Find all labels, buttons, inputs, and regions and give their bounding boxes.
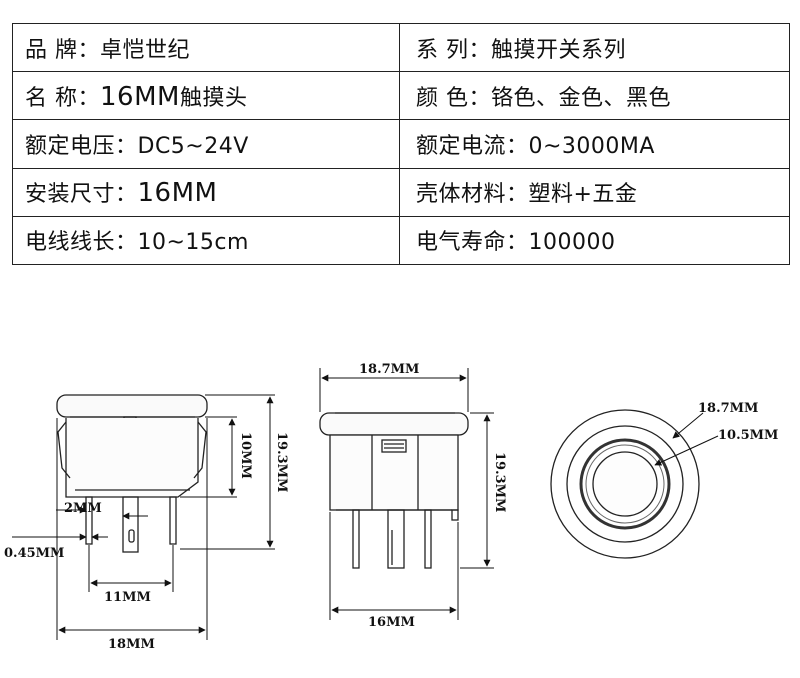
spec-name: 名 称：16MM触摸头 [12, 71, 400, 121]
dim-top-outer-18: 18.7MM [698, 401, 758, 416]
spec-voltage: 额定电压：DC5~24V [12, 119, 400, 169]
dim-front-span-11: 11MM [104, 590, 151, 605]
dim-front-height-19: 19.3MM [274, 432, 289, 492]
spec-table: 品 牌：卓恺世纪 系 列：触摸开关系列 名 称：16MM触摸头 颜 色：铬色、金… [12, 22, 790, 266]
front-view [56, 394, 208, 553]
spec-current: 额定电流：0~3000MA [399, 119, 790, 169]
spec-name-suffix: 触摸头 [179, 85, 248, 111]
table-row: 额定电压：DC5~24V 额定电流：0~3000MA [12, 119, 790, 169]
dim-front-pin-2: 2MM [64, 501, 102, 516]
top-view-dimensions [654, 412, 719, 466]
spec-brand: 品 牌：卓恺世纪 [12, 22, 400, 73]
dim-side-bottom-16: 16MM [368, 615, 415, 630]
dim-front-width-18: 18MM [108, 637, 155, 652]
spec-name-label: 名 称： [25, 85, 100, 111]
spec-wire-length: 电线线长：10~15cm [12, 215, 400, 266]
dim-front-height-10: 10MM [238, 432, 253, 479]
spec-mount-value: 16MM [137, 178, 218, 209]
side-view [319, 412, 469, 569]
spec-series: 系 列：触摸开关系列 [399, 22, 790, 73]
spec-material: 壳体材料：塑料+五金 [399, 167, 790, 217]
table-row: 电线线长：10~15cm 电气寿命：100000 [12, 215, 790, 266]
top-view [550, 409, 700, 559]
table-row: 品 牌：卓恺世纪 系 列：触摸开关系列 [12, 22, 790, 73]
side-view-dimensions [319, 368, 494, 620]
table-row: 名 称：16MM触摸头 颜 色：铬色、金色、黑色 [12, 71, 790, 121]
spec-mount-size: 安装尺寸：16MM [12, 167, 400, 217]
spec-color: 颜 色：铬色、金色、黑色 [399, 71, 790, 121]
dim-front-pin-045: 0.45MM [4, 546, 64, 561]
spec-mount-label: 安装尺寸： [25, 182, 138, 208]
table-row: 安装尺寸：16MM 壳体材料：塑料+五金 [12, 167, 790, 217]
spec-name-value: 16MM [100, 81, 180, 112]
dim-side-top-18: 18.7MM [359, 362, 419, 377]
dim-side-height-19: 19.3MM [492, 452, 507, 512]
front-view-dimensions [12, 394, 275, 640]
dimension-drawing: 10MM 19.3MM 2MM 0.45MM 11MM 18MM 18.7MM … [4, 362, 778, 652]
dim-top-inner-10: 10.5MM [718, 428, 778, 443]
spec-life: 电气寿命：100000 [399, 215, 790, 266]
